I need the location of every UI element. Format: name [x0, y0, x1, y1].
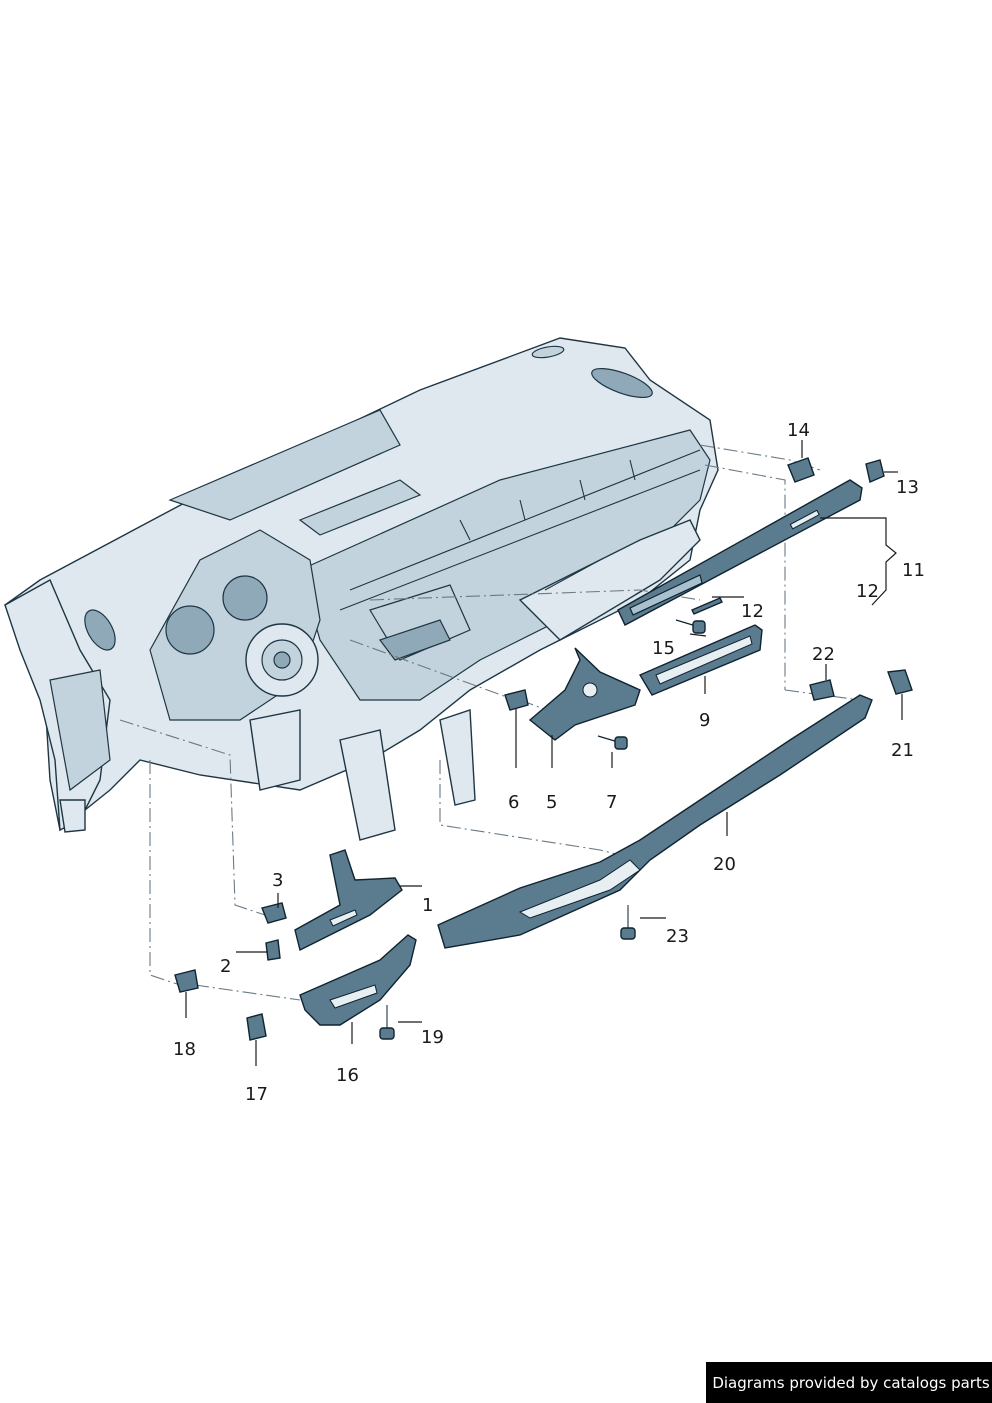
part-screw-15: [675, 619, 706, 634]
part-left-trim-1: [294, 849, 403, 952]
part-lower-trim-20: [437, 694, 873, 949]
callout-20: 20: [713, 854, 736, 875]
callout-12-lower: 12: [741, 601, 764, 622]
callout-17: 17: [245, 1084, 268, 1105]
callout-6: 6: [508, 792, 519, 813]
part-trim-panel-9: [638, 624, 763, 696]
callout-16: 16: [336, 1065, 359, 1086]
callout-23: 23: [666, 926, 689, 947]
part-clip-3: [261, 902, 287, 924]
part-lower-left-trim-16: [299, 934, 417, 1026]
callout-11: 11: [902, 560, 925, 581]
callout-18: 18: [173, 1039, 196, 1060]
part-upper-trim-strip: [617, 479, 863, 626]
callout-5: 5: [546, 792, 557, 813]
part-bolt-23: [620, 905, 636, 940]
callout-12-upper: 12: [856, 581, 879, 602]
callout-13: 13: [896, 477, 919, 498]
callout-2: 2: [220, 956, 231, 977]
part-bolt-19: [379, 1005, 395, 1040]
part-centre-bracket-5: [528, 647, 641, 741]
part-clip-6: [504, 689, 529, 711]
callout-1: 1: [422, 895, 433, 916]
callout-14: 14: [787, 420, 810, 441]
callout-numbers: 1 2 3 5 6 7 9 11 12 12 13 14 15 16 17 18…: [173, 420, 925, 1105]
callout-21: 21: [891, 740, 914, 761]
dashboard-assembly: [4, 337, 719, 841]
callout-19: 19: [421, 1027, 444, 1048]
part-cap-17: [246, 1013, 267, 1041]
part-clip-22: [809, 679, 835, 701]
callout-7: 7: [606, 792, 617, 813]
part-clip-14: [787, 457, 815, 483]
part-small-clip-12: [691, 597, 723, 615]
part-cap-2: [265, 939, 281, 961]
callout-22: 22: [812, 644, 835, 665]
credit-banner: Diagrams provided by catalogs parts: [706, 1362, 992, 1403]
part-endcap-13: [865, 459, 885, 483]
part-clip-18: [174, 969, 199, 993]
callout-leaders: [185, 440, 903, 1066]
part-endcap-21: [887, 669, 913, 695]
credit-text: Diagrams provided by catalogs parts: [712, 1373, 990, 1392]
callout-15: 15: [652, 638, 675, 659]
part-screw-7: [597, 735, 628, 750]
callout-9: 9: [699, 710, 710, 731]
callout-3: 3: [272, 870, 283, 891]
